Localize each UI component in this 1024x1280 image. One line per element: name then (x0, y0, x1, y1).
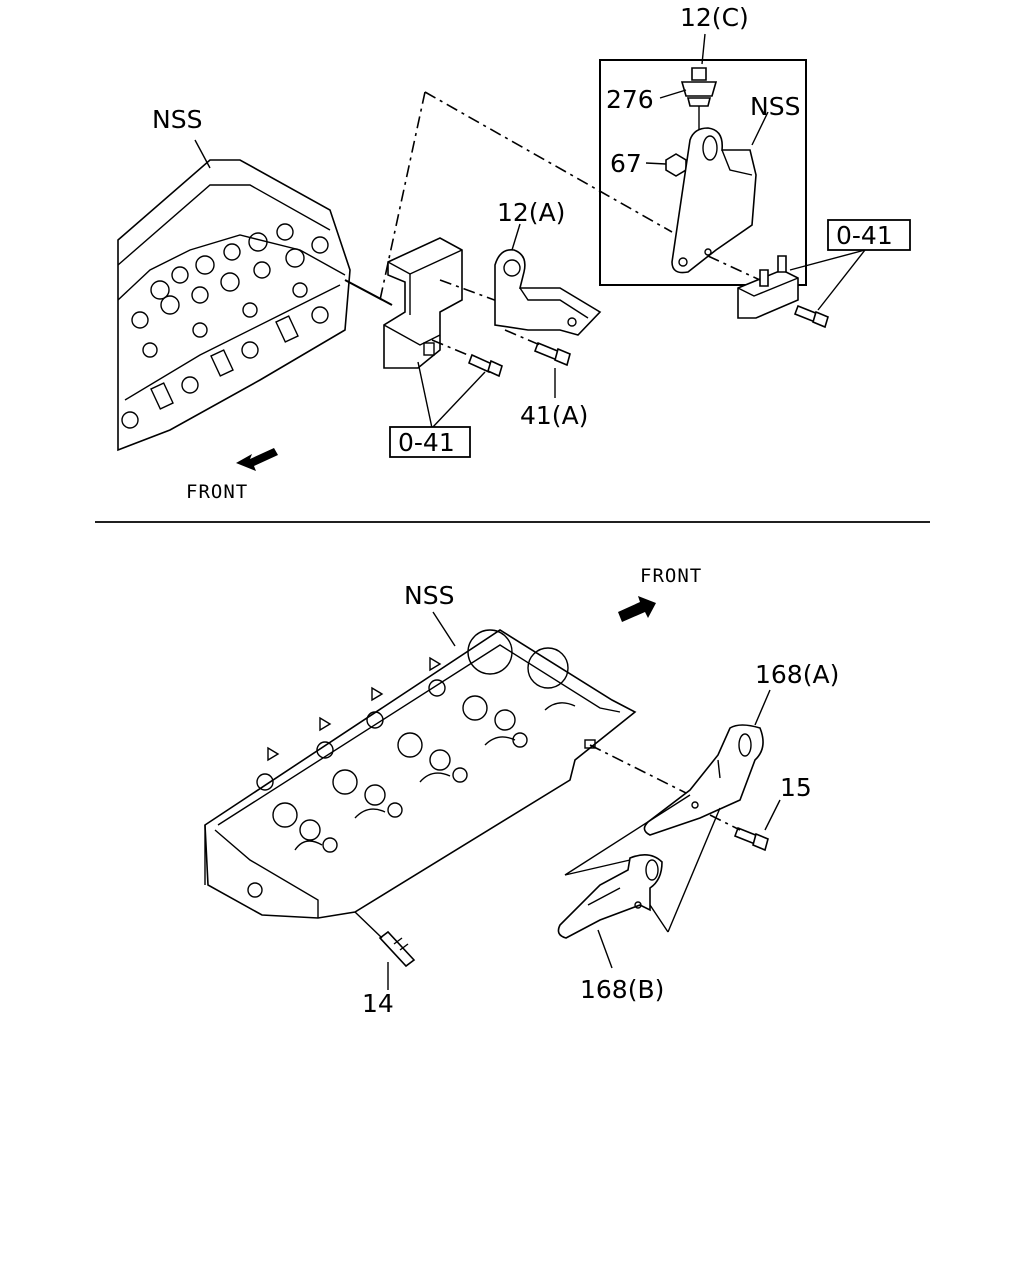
label-12c: 12(C) (680, 3, 749, 32)
label-15: 15 (780, 773, 812, 802)
stud-14 (378, 930, 416, 968)
right-block (737, 255, 799, 319)
label-14: 14 (362, 989, 394, 1018)
label-front-top: FRONT (186, 481, 248, 503)
label-276: 276 (606, 85, 654, 114)
bolt-41a (533, 341, 571, 367)
label-nss-inset: NSS (750, 92, 800, 121)
front-arrow-top-icon (236, 448, 278, 471)
label-41a: 41(A) (520, 401, 588, 430)
bolt-041-left (467, 353, 503, 378)
part-276-mount (680, 67, 718, 130)
ref-box-041-left (389, 426, 471, 458)
bracket-168a (643, 724, 764, 836)
label-nss-bottom: NSS (404, 581, 454, 610)
label-12a: 12(A) (497, 198, 565, 227)
label-168a: 168(A) (755, 660, 839, 689)
label-nss-top: NSS (152, 105, 202, 134)
bolt-right (793, 304, 829, 329)
bracket-block (383, 237, 463, 369)
inset-bracket (671, 127, 757, 274)
label-front-bottom: FRONT (640, 565, 702, 587)
bracket-168b (557, 854, 663, 939)
label-041-left: 0-41 (398, 428, 455, 457)
ref-box-041-right (827, 219, 911, 251)
front-arrow-bottom-icon (618, 596, 656, 622)
bracket-12a (494, 248, 602, 336)
label-041-right: 0-41 (836, 221, 893, 250)
label-168b: 168(B) (580, 975, 664, 1004)
label-67: 67 (610, 149, 642, 178)
bolt-15 (733, 826, 769, 852)
cylinder-head-bottom (204, 629, 637, 919)
cylinder-head-top (117, 159, 351, 452)
nut-67 (665, 153, 687, 177)
